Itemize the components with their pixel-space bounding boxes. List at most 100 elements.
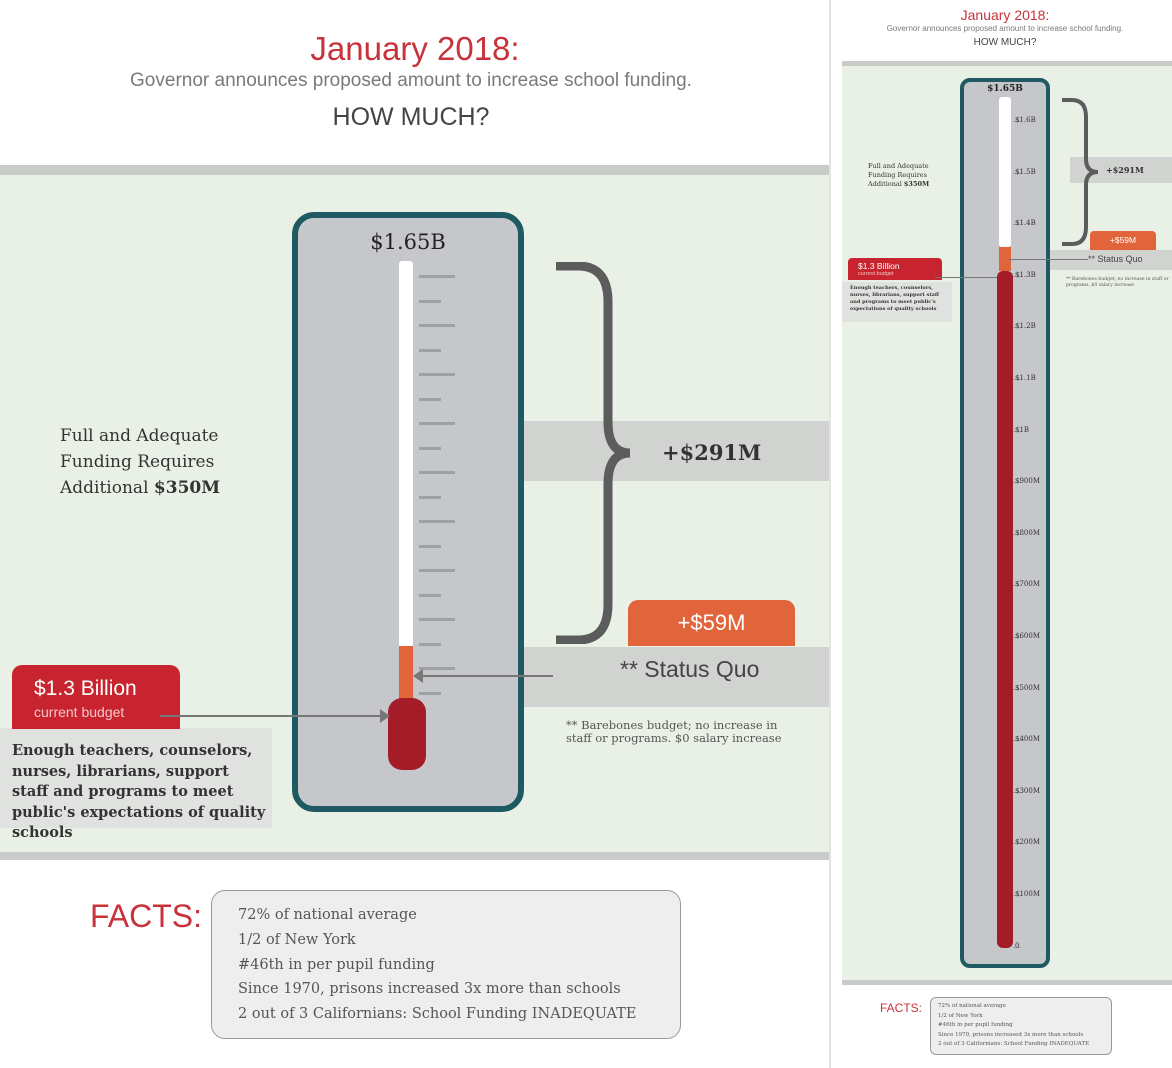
mini-scale-tick (1013, 637, 1021, 638)
barebones-note: ** Barebones budget; no increase in staf… (566, 718, 782, 745)
thermometer-tick (419, 569, 455, 572)
bracket-icon (556, 262, 631, 644)
increase-fill (399, 646, 413, 700)
thermometer-tick (419, 471, 455, 474)
mini-scale-label: $800M (1015, 528, 1040, 537)
mini-scale-tick (1013, 379, 1021, 380)
mini-scale-tick (1013, 533, 1021, 535)
band-top-border (0, 165, 830, 175)
mini-scale-tick (1013, 791, 1021, 793)
fact-item: #46th in per pupil funding (938, 1022, 1013, 1029)
mini-scale-label: $1.3B (1015, 270, 1036, 279)
mini-page-title: January 2018: (960, 7, 1050, 23)
fact-item: 72% of national average (238, 907, 417, 923)
mini-scale-label: $200M (1015, 838, 1040, 847)
mini-increase-fill (999, 247, 1011, 271)
mini-current-budget-arrow-line (935, 277, 997, 278)
gap-label: +$291M (662, 440, 762, 465)
thermometer-tick (419, 520, 455, 523)
mini-scale-label: $700M (1015, 580, 1040, 589)
mini-facts-title: FACTS: (880, 1001, 923, 1015)
facts-box (211, 890, 681, 1039)
mini-scale-label: $1B (1015, 425, 1030, 434)
mini-scale-tick (1013, 688, 1021, 690)
mini-scale-tick (1013, 327, 1021, 329)
mini-thermometer-tube (999, 97, 1011, 247)
facts-title: FACTS: (90, 898, 203, 934)
thermometer-tick (419, 495, 441, 499)
mini-description-strip (842, 282, 952, 322)
mini-scale-label: $1.2B (1015, 322, 1036, 331)
status-quo-label: ** Status Quo (620, 656, 760, 682)
mini-scale-label: $1.4B (1015, 219, 1036, 228)
mini-thermometer-top-label: $1.65B (987, 84, 1023, 94)
mini-band-top-border (842, 61, 1172, 66)
thermometer-tick (419, 691, 441, 695)
mini-scale-tick (1013, 172, 1021, 174)
current-budget-badge: $1.3 Billion current budget (12, 665, 180, 729)
mini-budget-description: Enough teachers, counselors, nurses, lib… (850, 285, 940, 312)
thermometer-tick (419, 324, 455, 327)
thermometer-tube (399, 261, 413, 708)
mini-scale-tick (1013, 275, 1021, 277)
thermometer-tick (419, 593, 441, 597)
thermometer-tick (419, 667, 455, 670)
current-budget-arrow-icon (380, 709, 390, 723)
thermometer-tick (419, 348, 441, 352)
thermometer-tick (419, 544, 441, 548)
fact-item: #46th in per pupil funding (238, 956, 435, 973)
thermometer-tick (419, 446, 441, 450)
mini-scale-tick (1013, 843, 1021, 845)
fact-item: 2 out of 3 Californians: School Funding … (238, 1006, 637, 1023)
budget-description: Enough teachers, counselors, nurses, lib… (12, 742, 266, 841)
mini-scale-label: $500M (1015, 683, 1040, 692)
thermometer-bulb (388, 698, 426, 770)
thermometer-tick (419, 275, 455, 278)
thermometer-tick (419, 373, 455, 376)
facts-list: 72% of national average 1/2 of New York #4… (238, 903, 637, 1027)
band-bottom-border (0, 852, 830, 860)
increase-badge: +$59M (628, 600, 795, 646)
mini-scale-tick (1013, 740, 1021, 742)
mini-scale-label: $300M (1015, 786, 1040, 795)
page-subtitle: Governor announces proposed amount to in… (130, 70, 692, 91)
mini-increase-badge: +$59M (1090, 231, 1156, 250)
mini-current-budget-badge: $1.3 Billion current budget (848, 258, 942, 280)
fact-item: Since 1970, prisons increased 3x more th… (938, 1031, 1084, 1038)
mini-scale-label: $900M (1015, 477, 1040, 486)
mini-gap-label: +$291M (1106, 165, 1144, 175)
fact-item: 2 out of 3 Californians: School Funding … (938, 1041, 1090, 1048)
mini-scale-tick (1013, 482, 1021, 484)
mini-page-subtitle: Governor announces proposed amount to in… (886, 24, 1124, 33)
panel-divider (829, 0, 831, 1068)
thermometer-tick (419, 642, 441, 646)
thermometer-tick (419, 422, 455, 425)
mini-scale-label: $1.5B (1015, 167, 1036, 176)
fact-item: 1/2 of New York (238, 931, 356, 948)
mini-status-quo-label: ** Status Quo (1088, 254, 1143, 264)
full-funding-note: Full and Adequate Funding Requires Addit… (60, 426, 221, 498)
mini-scale-label: $400M (1015, 735, 1040, 744)
mini-scale-label: 0 (1015, 941, 1020, 950)
mini-budget-fill (997, 271, 1013, 948)
mini-scale-label: $100M (1015, 890, 1040, 898)
current-budget-arrow-line (160, 715, 382, 717)
status-quo-arrow-line (420, 675, 553, 677)
mini-scale-tick (1013, 224, 1021, 226)
mini-scale-tick (1013, 585, 1021, 587)
thermometer-top-label: $1.65B (370, 230, 446, 254)
thermometer-tick (419, 299, 441, 303)
mini-full-funding-note: Full and Adequate Funding Requires Addit… (868, 162, 930, 188)
description-strip (0, 728, 272, 828)
mini-scale-label: $1.1B (1015, 374, 1036, 382)
mini-status-quo-arrow-line (1008, 259, 1088, 260)
mini-facts-box (930, 997, 1112, 1055)
mini-page-question: HOW MUCH? (973, 37, 1037, 48)
thermometer-tick (419, 618, 455, 621)
fact-item: Since 1970, prisons increased 3x more th… (238, 981, 621, 998)
mini-bracket-icon (1062, 98, 1099, 246)
fact-item: 72% of national average (938, 1003, 1006, 1009)
mini-status-quo-strip (1038, 250, 1172, 270)
mini-scale-tick (1013, 121, 1021, 122)
